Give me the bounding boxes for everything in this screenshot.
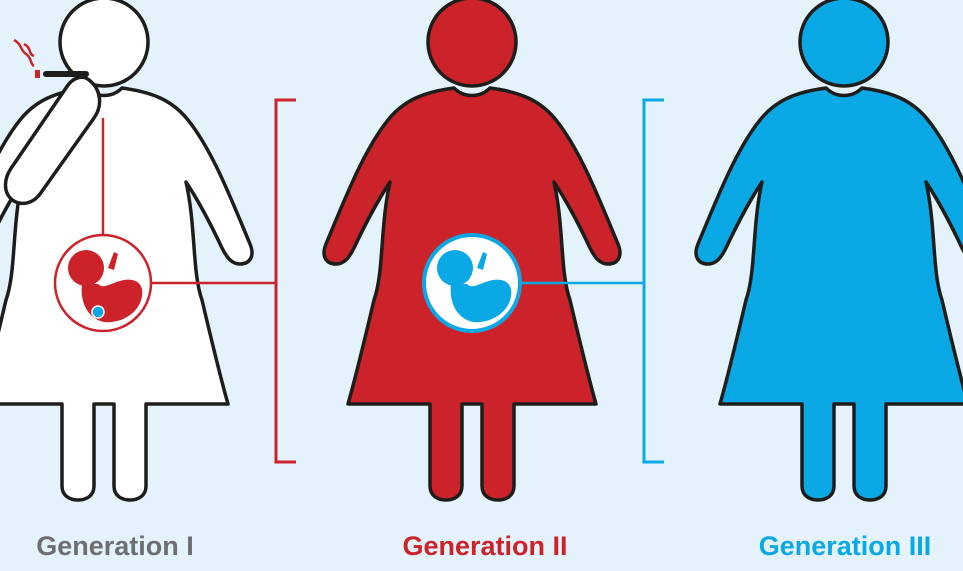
generation-1-womb-fetus bbox=[55, 235, 151, 331]
bracket-red bbox=[276, 100, 296, 462]
generation-3-figure bbox=[696, 0, 963, 500]
generation-2-label: Generation II bbox=[370, 526, 600, 566]
generation-3-label: Generation III bbox=[735, 526, 955, 566]
bracket-blue bbox=[644, 100, 664, 462]
generation-2-womb-fetus bbox=[424, 235, 520, 331]
generation-1-label: Generation I bbox=[10, 526, 220, 566]
